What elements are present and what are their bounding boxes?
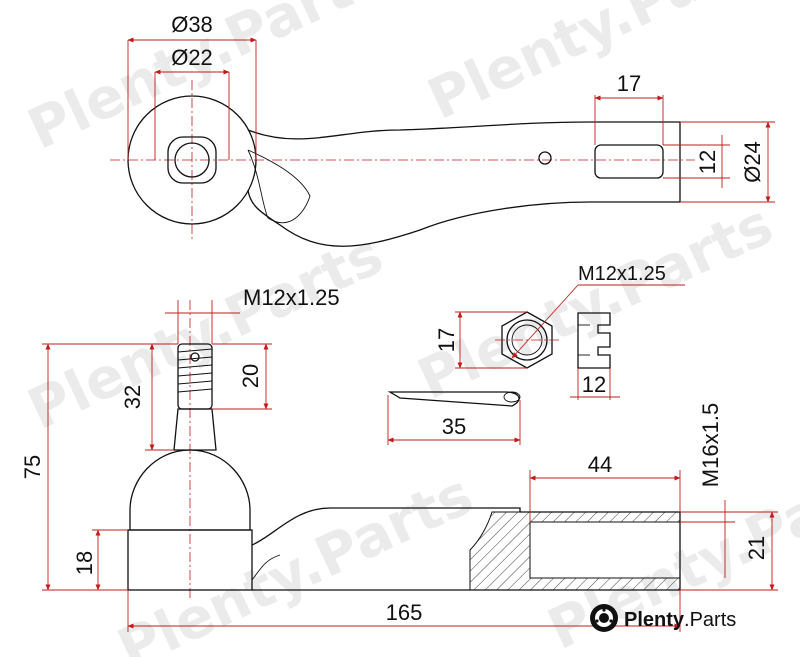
dim-17-label: 17 (617, 71, 641, 96)
dim-pin35-label: 35 (442, 414, 466, 439)
logo-text: Plenty.Parts (624, 609, 736, 631)
dim-stud-thread-label: M12x1.25 (243, 285, 340, 310)
dim-h75-label: 75 (20, 455, 45, 479)
dim-d22-label: Ø22 (171, 45, 213, 70)
dim-nut-thread-label: M12x1.25 (578, 263, 666, 285)
dim-h18-label: 18 (72, 551, 97, 575)
brand-logo: Plenty.Parts (590, 604, 736, 632)
dim-d24-label: Ø24 (740, 141, 765, 183)
dim-h32-label: 32 (120, 385, 145, 409)
dim-m16-label: M16x1.5 (698, 403, 723, 487)
thread-lines (177, 348, 213, 393)
dim-len44-label: 44 (588, 452, 612, 477)
threaded-end-top (594, 144, 664, 179)
dim-nut17-label: 17 (434, 328, 459, 352)
watermark-layer: Plenty.Parts Plenty.Parts Plenty.Parts P… (18, 0, 800, 657)
ball-stud-taper (173, 408, 217, 451)
brake-disc-icon (590, 604, 618, 632)
dim-d38-label: Ø38 (171, 12, 213, 37)
watermark-text: Plenty.Parts (108, 462, 482, 657)
logo-brand: Plenty (624, 609, 685, 631)
ball-joint-housing (129, 449, 251, 531)
ball-stud-bore (174, 142, 210, 178)
cotter-hole-top (538, 151, 552, 165)
threaded-bore (529, 521, 681, 579)
dim-len165-label: 165 (386, 600, 423, 625)
hardware-view: M12x1.25 17 12 35 (387, 263, 685, 445)
stud-cotter-hole (190, 352, 200, 362)
side-view: M12x1.25 20 32 75 18 44 M16x1.5 21 (20, 285, 778, 632)
top-view: Ø38 Ø22 17 12 Ø24 (110, 12, 775, 247)
dim-12-label: 12 (695, 150, 720, 174)
dim-h20-label: 20 (238, 364, 263, 388)
leader-nut-thread (511, 284, 579, 359)
castle-nut-bore (506, 319, 548, 361)
cotter-pin (387, 391, 520, 407)
dim-nut12-label: 12 (582, 372, 606, 397)
ball-stud-socket (167, 136, 217, 184)
dim-d21-label: 21 (744, 536, 769, 560)
arm-flange-curve (247, 149, 311, 224)
tie-rod-arm-outline (247, 121, 681, 247)
housing-lower (127, 529, 253, 591)
logo-suffix: .Parts (684, 609, 736, 631)
watermark-text: Plenty.Parts (418, 0, 792, 133)
